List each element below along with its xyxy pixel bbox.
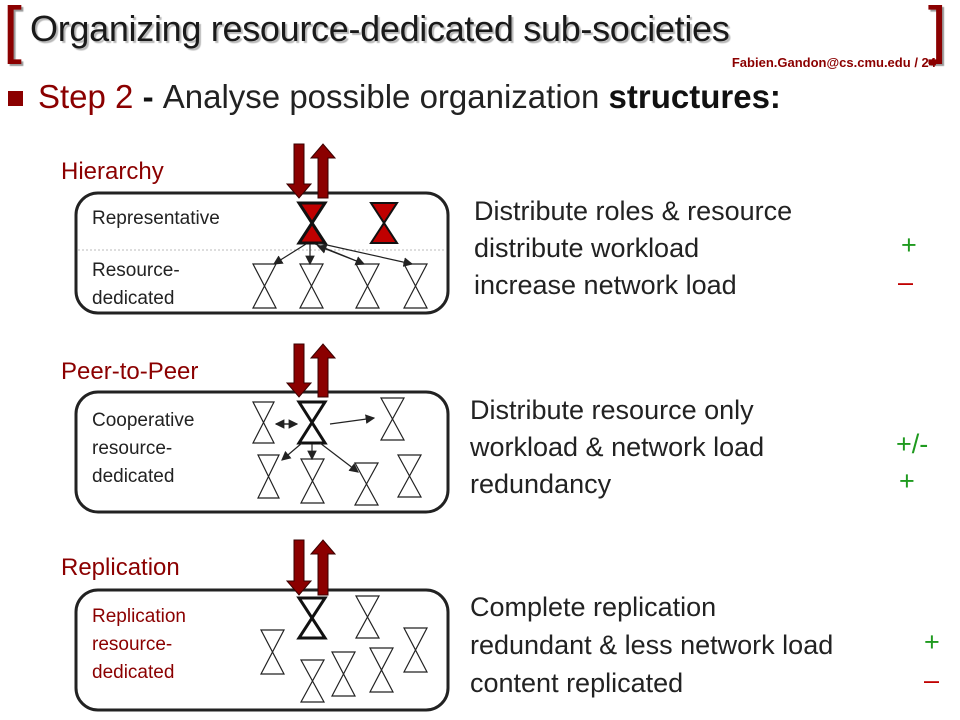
replication-box — [74, 588, 450, 712]
hourglass-icon — [331, 651, 356, 697]
author-email-page: Fabien.Gandon@cs.cmu.edu / 24 — [732, 55, 936, 70]
hourglass-icon — [403, 627, 428, 673]
hierarchy-box — [74, 191, 450, 315]
p2p-mark-2: +/- — [896, 429, 929, 459]
hourglass-icon — [396, 454, 423, 498]
hourglass-icon-active — [296, 596, 328, 640]
title-right-bracket: ] — [922, 0, 948, 71]
hierarchy-mark-2: + — [901, 230, 917, 260]
p2p-label-2: resource- — [92, 438, 173, 459]
p2p-diagram — [74, 343, 450, 514]
p2p-links — [274, 414, 376, 473]
hierarchy-diagram — [74, 143, 450, 315]
hierarchy-line-3: increase network load — [474, 270, 737, 300]
hourglass-icon — [353, 462, 380, 506]
hourglass-icon — [355, 263, 380, 309]
replication-label-3: dedicated — [92, 662, 175, 683]
hourglass-icon — [252, 401, 275, 444]
page-number: / 24 — [914, 55, 936, 70]
hourglass-icon — [354, 595, 381, 639]
hourglass-icon — [257, 454, 280, 499]
p2p-line-2: workload & network load — [470, 432, 765, 462]
replication-io-arrows — [285, 539, 337, 596]
replication-line-3: content replicated — [470, 668, 684, 698]
p2p-box — [74, 390, 450, 514]
hourglass-icon — [369, 647, 394, 693]
hourglass-icon — [252, 263, 277, 309]
p2p-line-3: redundancy — [470, 469, 612, 499]
hierarchy-links — [272, 242, 414, 267]
hourglass-icon — [379, 397, 406, 441]
hierarchy-top-label: Representative — [92, 208, 220, 229]
hierarchy-bottom-label-1: Resource- — [92, 260, 180, 281]
replication-diagram — [74, 539, 450, 712]
step-dash: - — [133, 78, 163, 115]
p2p-label-3: dedicated — [92, 466, 175, 487]
p2p-io-arrows — [285, 343, 337, 398]
replication-line-1: Complete replication — [470, 592, 717, 622]
author-email: Fabien.Gandon@cs.cmu.edu — [731, 55, 911, 70]
slide-title: Organizing resource-dedicated sub-societ… — [30, 8, 730, 49]
replication-line-2: redundant & less network load — [470, 630, 834, 660]
p2p-line-1: Distribute resource only — [470, 395, 754, 425]
step-text: Analyse possible organization — [162, 78, 609, 115]
hourglass-icon — [299, 659, 326, 703]
hierarchy-mark-3: – — [898, 267, 914, 297]
p2p-label-1: Cooperative — [92, 410, 195, 431]
title-left-bracket: [ — [2, 0, 28, 71]
replication-mark-2: + — [924, 627, 940, 657]
hierarchy-line-1: Distribute roles & resource — [474, 196, 793, 226]
hourglass-icon — [260, 629, 285, 675]
step-heading: Step 2 - Analyse possible organization s… — [38, 78, 781, 116]
hourglass-icon-representative-2 — [369, 202, 399, 244]
step-label: Step 2 — [38, 78, 134, 115]
hourglass-icon — [299, 263, 324, 309]
hourglass-icon-representative — [296, 201, 328, 245]
section-title-replication: Replication — [61, 554, 180, 581]
hierarchy-bottom-label-2: dedicated — [92, 288, 175, 309]
hierarchy-io-arrows — [285, 143, 337, 199]
section-title-hierarchy: Hierarchy — [61, 158, 164, 185]
hourglass-icon — [403, 263, 428, 309]
hourglass-icon-active — [296, 400, 328, 445]
p2p-mark-3: + — [899, 466, 915, 496]
replication-label-2: resource- — [92, 634, 173, 655]
step-bold: structures: — [608, 78, 781, 115]
section-title-p2p: Peer-to-Peer — [61, 358, 199, 385]
bullet-square — [8, 91, 23, 106]
replication-label-1: Replication — [92, 606, 186, 627]
replication-mark-3: – — [924, 665, 940, 695]
hierarchy-line-2: distribute workload — [474, 233, 700, 263]
